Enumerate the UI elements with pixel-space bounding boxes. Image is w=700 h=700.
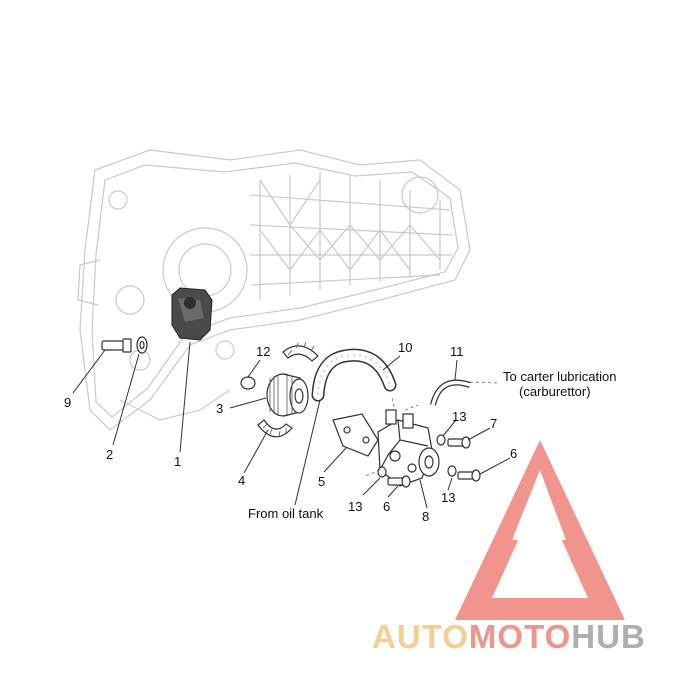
part-upper-halfshell: [282, 341, 319, 362]
part-2-washer: [136, 336, 148, 354]
logo-text-moto: MOTO: [469, 618, 571, 655]
part-12-oring: [240, 376, 256, 390]
callout-1: 1: [174, 454, 181, 469]
leader-lines: [72, 341, 511, 509]
callout-13-left: 13: [348, 499, 362, 514]
part-9-bolt: [101, 338, 132, 353]
note-oil-tank: From oil tank: [248, 506, 324, 521]
part-8-oil-pump: [377, 409, 440, 487]
part-7-screw: [447, 436, 471, 449]
callout-5: 5: [318, 474, 325, 489]
part-6-screw-right: [457, 469, 481, 482]
callout-12: 12: [256, 344, 270, 359]
part-3-gear: [266, 373, 309, 417]
part-13-washers: [377, 434, 457, 478]
logo-text-auto: AUTO: [372, 618, 469, 655]
note-carter-line2: (carburettor): [519, 384, 591, 399]
annotation-notes: To carter lubrication (carburettor) From…: [248, 369, 616, 521]
callout-6-left: 6: [383, 499, 390, 514]
callout-7: 7: [490, 416, 497, 431]
callout-8: 8: [422, 509, 429, 524]
note-carter-line1: To carter lubrication: [503, 369, 616, 384]
part-6-screw-left: [387, 475, 411, 488]
svg-text:AUTOMOTOHUB: AUTOMOTOHUB: [372, 618, 646, 655]
callout-3: 3: [216, 401, 223, 416]
callout-13-right: 13: [441, 490, 455, 505]
callout-4: 4: [238, 473, 245, 488]
crankcase-ghost-outline: [77, 149, 471, 431]
logo-text-hub: HUB: [571, 618, 646, 655]
callout-10: 10: [398, 340, 412, 355]
callout-11: 11: [450, 344, 464, 359]
rib-lattice: [249, 172, 453, 300]
callout-2: 2: [106, 447, 113, 462]
automotohub-watermark: AUTOMOTOHUB: [372, 440, 646, 655]
callout-labels: 9 2 1 3 4 12 10 11 5 13 7 6 13 6 13 8: [64, 340, 517, 524]
part-10-hose: [311, 348, 397, 402]
callout-13-top: 13: [452, 409, 466, 424]
part-5-gasket: [332, 413, 379, 457]
assembly-guides: [364, 381, 501, 477]
part-1-cover: [171, 287, 213, 341]
callout-9: 9: [64, 395, 71, 410]
logo-triangle: [455, 440, 625, 620]
callout-6-right: 6: [510, 446, 517, 461]
part-4-lower-halfshell: [257, 419, 293, 438]
part-11-clip: [430, 379, 471, 406]
